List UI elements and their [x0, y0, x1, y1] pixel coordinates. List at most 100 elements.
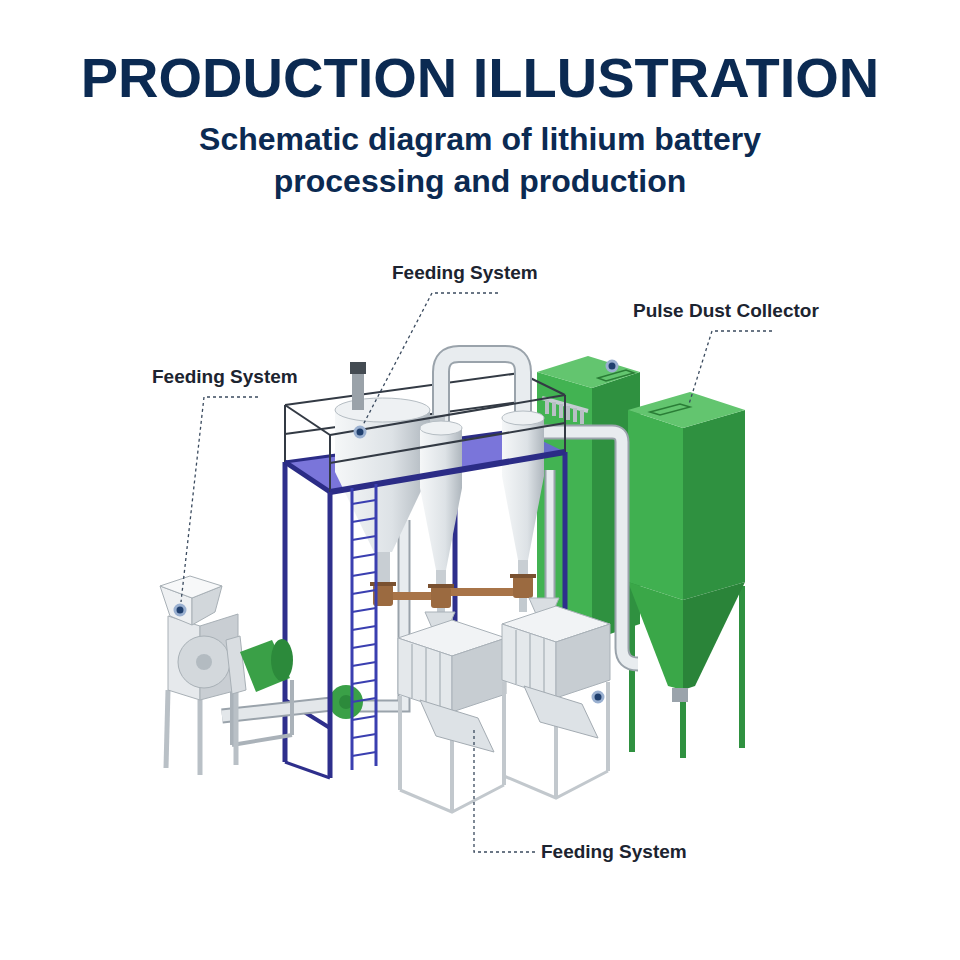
callout-dot [607, 361, 617, 371]
callout-dot [175, 361, 617, 702]
leader-line [474, 730, 535, 852]
rotary-valve [519, 598, 527, 612]
dust-collector-front [683, 410, 745, 600]
separator [420, 700, 494, 752]
subtitle: Schematic diagram of lithium battery pro… [150, 118, 810, 202]
separator [425, 648, 427, 703]
callout-dot [175, 605, 185, 615]
separator [398, 612, 506, 812]
leader-line [363, 293, 498, 425]
crusher [271, 639, 293, 681]
ladder [352, 572, 376, 576]
ladder [352, 484, 376, 770]
dust-collector-front [650, 404, 690, 415]
cyclone [545, 470, 556, 600]
steel-platform [330, 452, 565, 492]
steel-platform [330, 395, 565, 492]
dust-collector-front [628, 410, 683, 600]
ladder [352, 500, 376, 504]
separator [400, 785, 504, 812]
separator [398, 696, 402, 790]
ladder [352, 500, 376, 756]
dust-collector-back [573, 408, 577, 422]
ladder [352, 608, 376, 612]
separator [398, 638, 452, 712]
separator [439, 652, 441, 707]
ladder [352, 626, 376, 630]
crusher [290, 680, 294, 735]
leader-line [181, 397, 258, 602]
cyclone [518, 560, 528, 576]
separator [412, 644, 440, 707]
cyclone [335, 398, 430, 422]
page-title: PRODUCTION ILLUSTRATION [0, 46, 960, 110]
steel-platform [285, 762, 330, 778]
separator [502, 682, 506, 776]
dust-collector-back [552, 402, 556, 416]
ladder [352, 734, 376, 738]
rotary-valve [393, 592, 431, 600]
separator [524, 686, 598, 738]
cyclone [436, 570, 446, 586]
dust-collector-front [739, 586, 745, 748]
part-label: Pulse Dust Collector [633, 300, 819, 322]
separator [515, 630, 517, 684]
callout-dot [355, 427, 365, 437]
separator [502, 624, 556, 698]
part-label: Feeding System [392, 262, 538, 284]
ladder [352, 536, 376, 540]
cyclone [420, 488, 462, 570]
rotary-valve [428, 584, 454, 588]
steel-platform [283, 462, 288, 762]
separator [516, 630, 544, 693]
cyclone [420, 428, 462, 488]
steel-platform [285, 395, 565, 778]
leader-line [689, 331, 772, 404]
dust-collector-back [545, 400, 549, 414]
separator [606, 682, 610, 771]
conveying-pipe [340, 520, 404, 706]
separator [502, 598, 610, 798]
crusher [230, 690, 234, 745]
crusher [166, 690, 168, 768]
cyclone [352, 372, 364, 410]
ladder [352, 698, 376, 702]
ladder [352, 644, 376, 648]
rotary-valve [451, 588, 513, 596]
dust-collector-back [580, 410, 584, 424]
steel-platform [285, 462, 330, 492]
ladder [352, 518, 376, 522]
cyclone [420, 421, 462, 435]
cyclone [376, 552, 390, 584]
dust-collector-front [672, 688, 688, 702]
callout-dot [593, 692, 603, 702]
crusher [196, 654, 212, 670]
rotary-valve [513, 576, 533, 598]
dust-collector-back [598, 370, 634, 381]
cyclone [547, 470, 554, 600]
ladder [352, 752, 376, 756]
part-label: Feeding System [541, 841, 687, 863]
dust-collector-back [537, 356, 640, 388]
separator [556, 624, 610, 698]
crusher [198, 700, 203, 775]
crusher [234, 690, 239, 765]
ladder [352, 662, 376, 666]
separator [400, 696, 504, 812]
separator [452, 638, 506, 712]
steel-platform [328, 492, 333, 778]
cyclone [335, 354, 550, 600]
crusher [160, 576, 222, 598]
dust-collector-front [628, 582, 683, 690]
ladder [352, 680, 376, 684]
cyclone [350, 362, 366, 374]
ladder [352, 554, 376, 558]
crusher [166, 690, 236, 775]
separator [543, 638, 545, 693]
ladder [375, 484, 378, 766]
separator [504, 682, 608, 798]
separator [411, 644, 413, 698]
crusher [178, 636, 230, 688]
steel-platform [285, 452, 565, 762]
